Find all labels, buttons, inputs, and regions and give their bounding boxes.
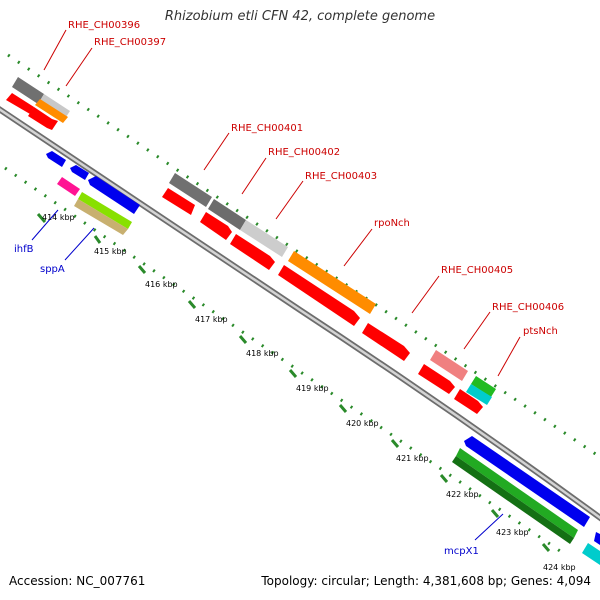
- gene-label-rhe00401: RHE_CH00401: [231, 123, 303, 134]
- gene-edge-blue-arrow: [594, 532, 600, 545]
- gene-label-rponch: rpoNch: [374, 218, 410, 229]
- kbp-label: 417 kbp: [195, 315, 228, 324]
- forward-gene-blocks: [12, 77, 496, 405]
- gene-rponch-block: [288, 251, 376, 314]
- kbp-label: 422 kbp: [446, 490, 479, 499]
- gene-ptsnch-cyan-block: [466, 384, 492, 405]
- gene-label-rhe00403: RHE_CH00403: [305, 171, 377, 182]
- gene-rhe00396-block: [12, 77, 44, 104]
- gene-rhe00402-block: [208, 199, 246, 230]
- gene-labels: RHE_CH00396 RHE_CH00397 RHE_CH00401 RHE_…: [14, 20, 564, 557]
- gene-mcpx1-dkgreen-block: [452, 456, 574, 544]
- gene-mcpx1-green-block: [456, 448, 578, 538]
- cds-arrow: [418, 364, 455, 394]
- cds-arrow: [278, 265, 360, 326]
- reverse-tick-track: [4, 166, 561, 553]
- genome-backbone: [0, 106, 600, 522]
- gene-label-mcpx1: mcpX1: [444, 546, 479, 557]
- kbp-label: 419 kbp: [296, 384, 329, 393]
- forward-tick-track: [7, 53, 600, 459]
- kbp-label: 421 kbp: [396, 454, 429, 463]
- gene-orange-small-block: [35, 99, 68, 123]
- gene-label-rhe00402: RHE_CH00402: [268, 147, 340, 158]
- genome-summary-text: Topology: circular; Length: 4,381,608 bp…: [261, 574, 591, 588]
- gene-sppa-tan-block: [74, 199, 128, 235]
- kbp-label: 424 kbp: [543, 563, 576, 572]
- gene-label-rhe00406: RHE_CH00406: [492, 302, 564, 313]
- gene-ihfb-block: [57, 177, 80, 196]
- gene-rhe00403-block: [240, 220, 288, 257]
- gene-label-ihfb: ihfB: [14, 244, 34, 255]
- kbp-label: 420 kbp: [346, 419, 379, 428]
- kbp-label: 418 kbp: [246, 349, 279, 358]
- cds-arrow: [362, 323, 410, 361]
- kbp-tick-marks: [36, 213, 551, 552]
- gene-blue-small-arrow: [70, 165, 89, 180]
- gene-label-ptsnch: ptsNch: [523, 326, 558, 337]
- gene-edge-cyan-block: [582, 543, 600, 565]
- gene-label-rhe00397: RHE_CH00397: [94, 37, 166, 48]
- gene-ihfb-arrow: [46, 151, 66, 167]
- kbp-label: 414 kbp: [42, 213, 75, 222]
- gene-label-sppa: sppA: [40, 264, 65, 275]
- cds-arrow: [6, 93, 34, 114]
- map-title: Rhizobium etli CFN 42, complete genome: [164, 9, 436, 24]
- gene-label-rhe00405: RHE_CH00405: [441, 265, 513, 276]
- kbp-label: 423 kbp: [496, 528, 529, 537]
- accession-text: Accession: NC_007761: [9, 574, 146, 588]
- forward-leader-lines: [43, 29, 521, 377]
- gene-label-rhe00396: RHE_CH00396: [68, 20, 140, 31]
- reverse-gene-blocks: [46, 151, 600, 565]
- gene-blue-long-arrow: [88, 176, 140, 214]
- gene-rhe00401-block: [169, 173, 212, 207]
- cds-arrow: [454, 389, 483, 414]
- gene-sppa-green-block: [78, 192, 132, 229]
- cds-arrows: [6, 93, 483, 414]
- kbp-label: 416 kbp: [145, 280, 178, 289]
- cds-arrow: [200, 212, 232, 240]
- gene-rhe00406-block: [430, 350, 468, 381]
- reverse-leader-lines: [31, 209, 504, 541]
- cds-arrow: [162, 188, 195, 215]
- gene-ptsnch-green-block: [471, 376, 496, 397]
- kbp-labels: 414 kbp 415 kbp 416 kbp 417 kbp 418 kbp …: [42, 213, 576, 572]
- cds-arrow: [28, 107, 58, 130]
- gene-mcpx1-blue-block: [464, 436, 590, 527]
- kbp-label: 415 kbp: [94, 247, 127, 256]
- cds-arrow: [230, 234, 275, 270]
